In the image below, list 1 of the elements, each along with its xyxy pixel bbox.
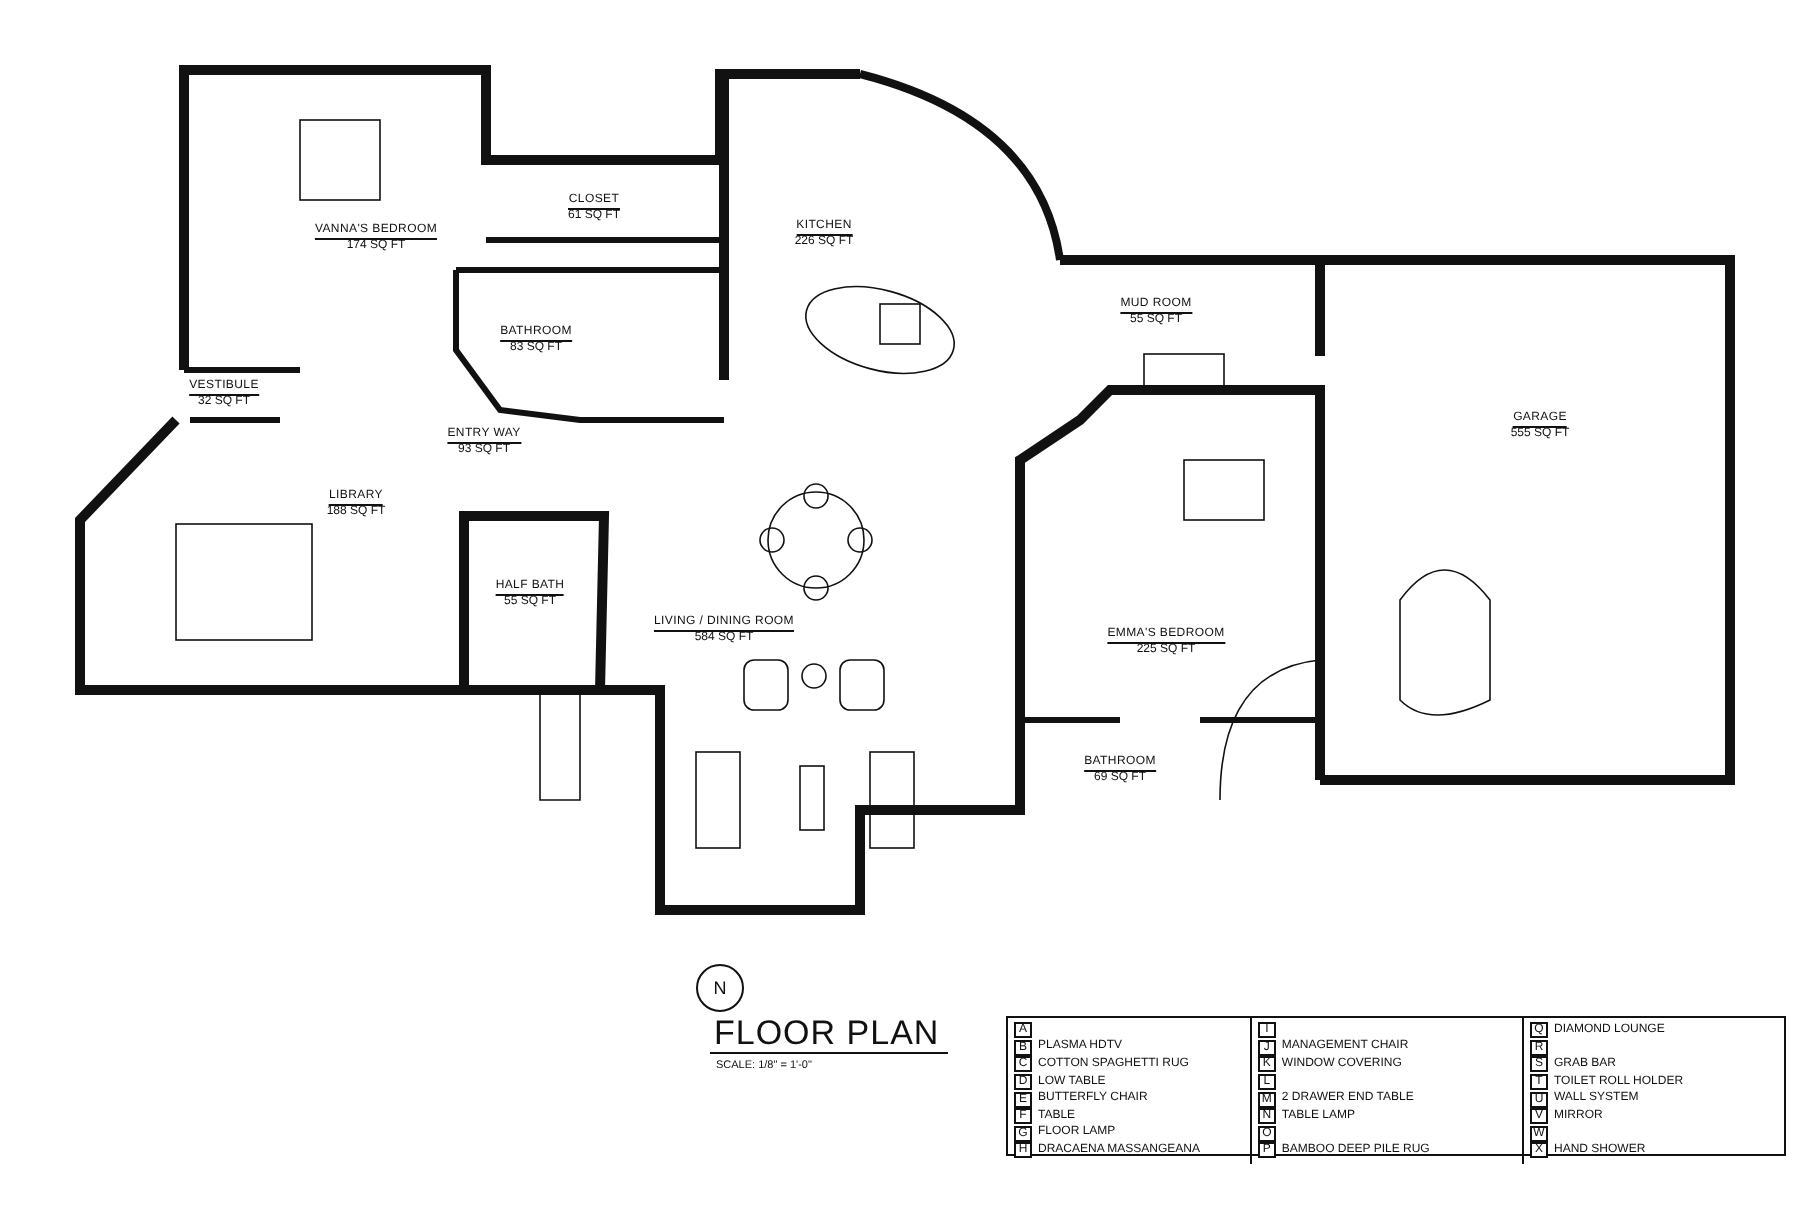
plan-title: FLOOR PLAN	[710, 1016, 948, 1054]
